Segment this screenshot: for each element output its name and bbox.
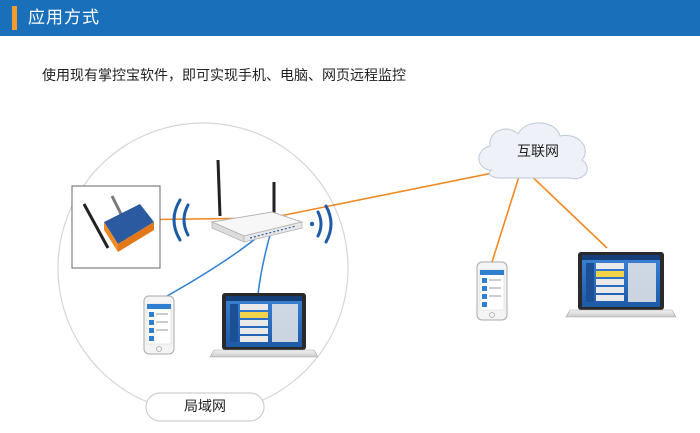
cloud-icon [478,122,588,180]
header-accent-bar [12,6,17,30]
wifi-wave-icon [172,198,333,244]
link-cloud-laptop [521,166,608,249]
cloud-label: 互联网 [517,144,559,160]
phone-icon [143,295,175,355]
lan-label-pill [145,392,265,422]
header-title: 应用方式 [28,8,100,28]
section-header: 应用方式 [0,0,700,36]
wireless-links [117,166,608,263]
phone-icon [476,261,508,321]
laptop-icon [565,252,677,318]
description-text: 使用现有掌控宝软件，即可实现手机、电脑、网页远程监控 [42,68,406,84]
server-device-icon [71,185,161,269]
router-icon [210,159,304,243]
link-router-cloud [269,166,523,219]
laptop-icon [209,293,319,358]
lan-label: 局域网 [184,399,226,415]
link-cloud-phone [491,166,523,263]
